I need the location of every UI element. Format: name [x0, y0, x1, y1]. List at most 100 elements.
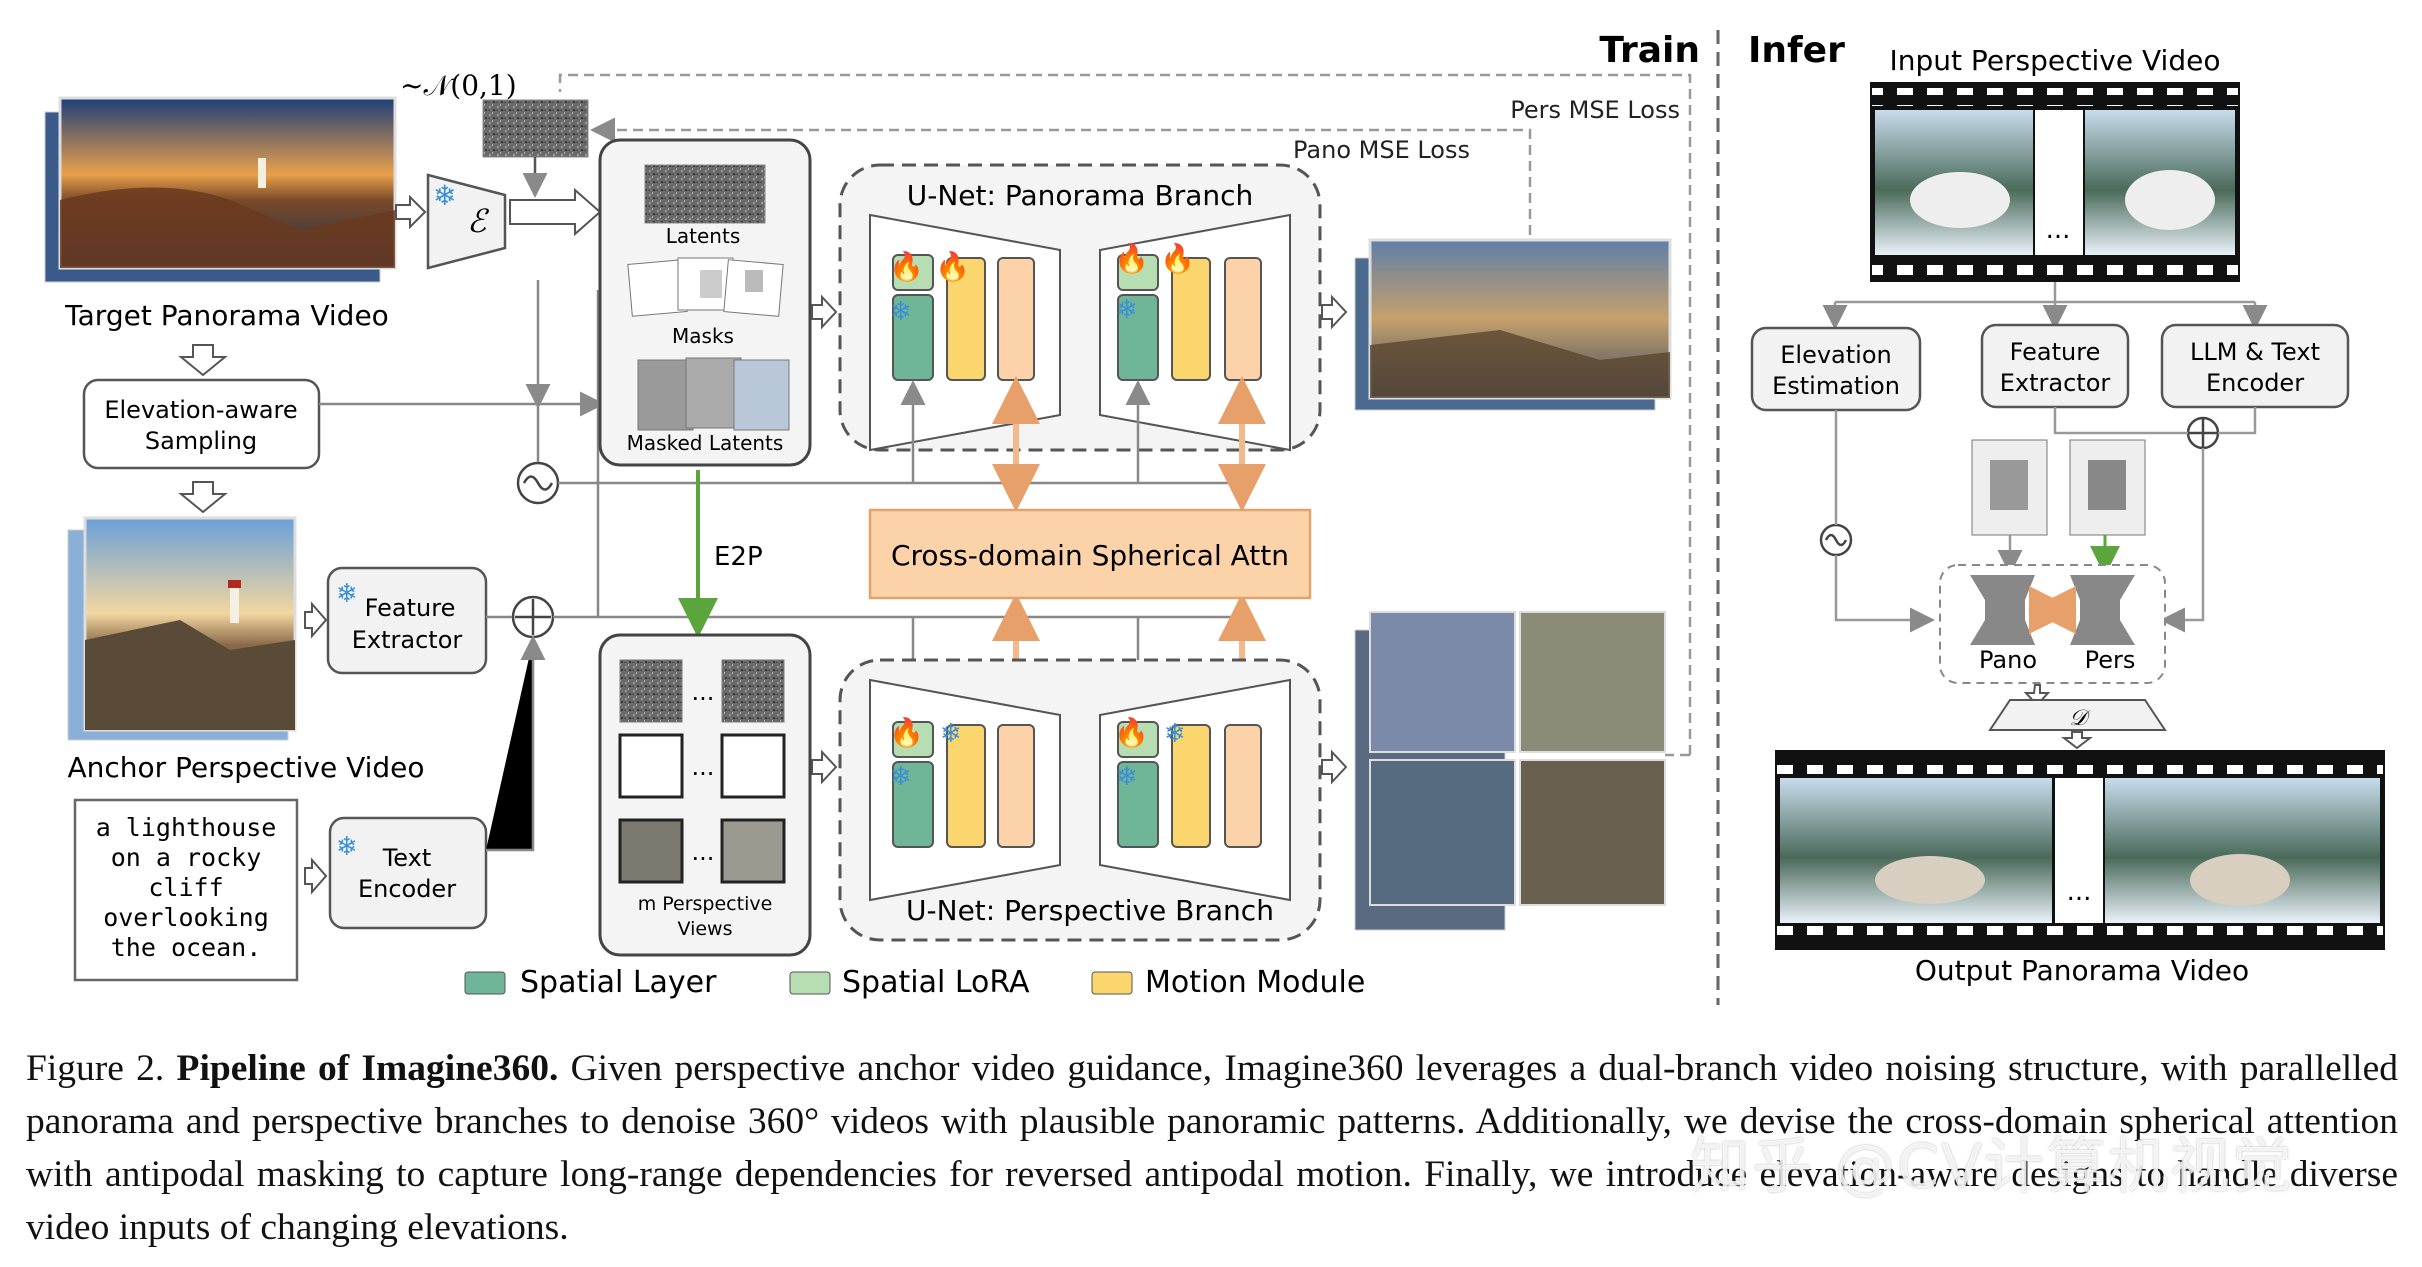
elevation-aware-sampling-line1: Elevation-aware	[104, 396, 297, 424]
encoder-to-latents-arrow	[509, 187, 602, 237]
vae-encoder	[426, 173, 507, 270]
motion-module-block	[1171, 724, 1211, 848]
motion-module-block	[997, 257, 1035, 381]
legend-swatch-spatial-layer	[464, 971, 506, 995]
ellipsis: ...	[692, 838, 715, 866]
motion-module-block	[1224, 724, 1262, 848]
feature-extractor-line1: Feature	[365, 594, 456, 622]
snowflake-icon: ❄	[336, 832, 358, 862]
prompt-box	[73, 798, 299, 982]
anchor-to-extractor-arrow	[304, 601, 328, 639]
perspective-latent-thumb	[2069, 439, 2146, 536]
legend-label-spatial-lora: Spatial LoRA	[842, 965, 1030, 1000]
latents-label: Latents	[666, 224, 740, 248]
snowflake-icon: ❄	[940, 719, 962, 749]
fire-icon: 🔥	[1160, 242, 1195, 275]
fire-icon: 🔥	[1114, 716, 1149, 749]
cross-domain-spherical-attn-box	[868, 508, 1312, 600]
snowflake-icon: ❄	[890, 297, 912, 327]
panorama-to-encoder-arrow	[395, 194, 427, 230]
infer-unet-pers	[2070, 575, 2135, 645]
elevation-aware-sampling-box	[82, 378, 321, 470]
motion-module-block	[946, 724, 986, 848]
infer-pers-label: Pers	[2085, 646, 2136, 674]
latents-image	[644, 164, 766, 224]
infer-title: Infer	[1748, 30, 1845, 71]
spatial-lora-block	[892, 721, 934, 758]
ellipsis: ...	[692, 678, 715, 706]
noise-label: ~𝒩(0,1)	[400, 69, 517, 102]
motion-module-block	[1224, 257, 1262, 381]
caption-bold-title: Pipeline of Imagine360.	[176, 1048, 559, 1089]
prompt-to-encoder-arrow	[304, 857, 328, 895]
target-panorama-video-label: Target Panorama Video	[64, 299, 389, 332]
text-encoder-line1: Text	[382, 844, 432, 872]
views-to-pers-unet-arrow	[811, 749, 838, 785]
pers-loss-line	[558, 73, 1692, 755]
infer-pano-label: Pano	[1979, 646, 2037, 674]
pano-unet-to-output-arrow	[1321, 294, 1348, 330]
elevation-estimation-line1: Elevation	[1780, 341, 1891, 369]
infer-unet-pano	[1970, 575, 2035, 645]
motion-module-block	[1171, 257, 1211, 381]
masks-label: Masks	[672, 324, 734, 348]
perspective-views-images	[618, 659, 786, 884]
fire-icon: 🔥	[935, 250, 970, 283]
snowflake-icon: ❄	[433, 179, 456, 212]
pers-mse-loss-label: Pers MSE Loss	[1510, 96, 1680, 124]
masked-latents-images	[637, 357, 790, 431]
noisy-perspective-outputs	[1354, 611, 1666, 931]
anchor-perspective-video	[67, 516, 297, 741]
spatial-lora-block	[1117, 254, 1159, 291]
ellipsis: ...	[2067, 877, 2092, 907]
target-panorama-video	[44, 96, 397, 283]
svg-text:on a rocky: on a rocky	[111, 843, 262, 872]
noisy-panorama-output	[1354, 238, 1672, 411]
motion-module-block	[946, 257, 986, 381]
input-perspective-video-label: Input Perspective Video	[1890, 44, 2221, 77]
prompt-text: a lighthouse on a rocky cliff overlookin…	[96, 813, 277, 962]
spatial-lora-block	[892, 254, 934, 291]
decoder-symbol: 𝒟	[2069, 706, 2091, 731]
legend-label-motion-module: Motion Module	[1145, 965, 1365, 1000]
input-perspective-video	[1870, 82, 2240, 282]
snowflake-icon: ❄	[1116, 295, 1138, 325]
unet-perspective-label: U-Net: Perspective Branch	[906, 894, 1274, 927]
output-panorama-video	[1775, 750, 2385, 950]
snowflake-icon: ❄	[336, 579, 358, 609]
m-perspective-views-line2: Views	[678, 918, 733, 940]
caption-body: Given perspective anchor video guidance,…	[26, 1048, 2398, 1248]
legend-swatch-motion-module	[1091, 971, 1133, 995]
feature-extractor-line2: Extractor	[352, 626, 463, 654]
fire-icon: 🔥	[1114, 242, 1149, 275]
encoder-symbol: ℰ	[467, 202, 490, 240]
pipeline-figure: Train Infer Pers MSE Loss Pano MSE Loss …	[44, 30, 2385, 1005]
elevation-aware-sampling-line2: Sampling	[145, 427, 257, 455]
svg-text:cliff: cliff	[148, 873, 223, 902]
motion-module-block	[997, 724, 1035, 848]
down-arrow-2	[178, 481, 228, 514]
infer-feature-extractor-line2: Extractor	[2000, 369, 2111, 397]
decoder-to-output-arrow	[2061, 731, 2093, 750]
text-encoder-line2: Encoder	[358, 875, 456, 903]
text-encoder-to-plus-line	[486, 635, 546, 852]
fire-icon: 🔥	[889, 250, 924, 283]
legend: Spatial Layer Spatial LoRA Motion Module	[464, 965, 1365, 1000]
caption-prefix: Figure 2.	[26, 1048, 177, 1089]
spatial-layer-block	[1117, 761, 1159, 848]
text-encoder-box	[328, 816, 488, 930]
down-arrow-1	[178, 344, 228, 377]
svg-text:a lighthouse: a lighthouse	[96, 813, 277, 842]
pano-loss-line	[590, 117, 1532, 235]
llm-text-encoder-line1: LLM & Text	[2190, 338, 2320, 366]
spatial-lora-block	[1117, 721, 1159, 758]
snowflake-icon: ❄	[1116, 762, 1138, 792]
elevation-estimation-line2: Estimation	[1772, 372, 1900, 400]
e2p-label: E2P	[714, 542, 763, 572]
latents-to-pano-unet-arrow	[811, 294, 838, 330]
spatial-layer-block	[892, 761, 934, 848]
ellipsis: ...	[692, 753, 715, 781]
legend-label-spatial-layer: Spatial Layer	[520, 965, 717, 1000]
unet-panorama-label: U-Net: Panorama Branch	[907, 179, 1254, 212]
masks-images	[627, 257, 784, 317]
